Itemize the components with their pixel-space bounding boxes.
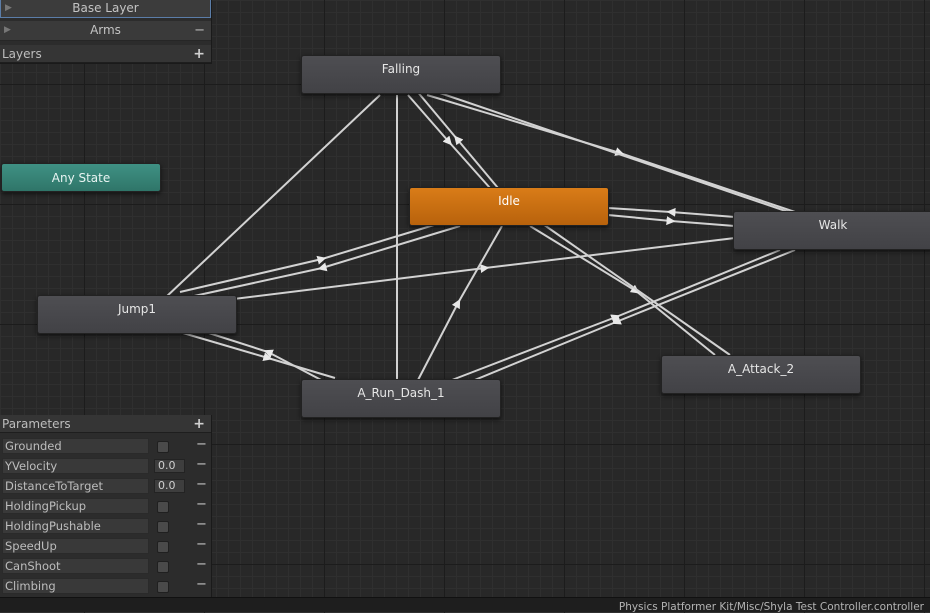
parameter-row-yvelocity: YVelocity 0.0 −: [0, 456, 211, 476]
controller-path: Physics Platformer Kit/Misc/Shyla Test C…: [618, 601, 924, 613]
state-label: Falling: [381, 62, 421, 76]
parameter-checkbox[interactable]: [157, 441, 169, 453]
parameter-row-speedup: SpeedUp −: [0, 536, 211, 556]
parameter-float-field[interactable]: 0.0: [154, 459, 185, 473]
layers-header: Layers +: [0, 45, 211, 63]
state-a-run-dash-1[interactable]: A_Run_Dash_1: [301, 379, 501, 418]
parameter-checkbox[interactable]: [157, 501, 169, 513]
collapse-triangle-icon[interactable]: ▶: [5, 3, 12, 13]
parameter-name-field[interactable]: YVelocity: [2, 458, 149, 474]
layer-name: Arms: [90, 23, 121, 37]
transition-idle-walk[interactable]: [607, 214, 736, 227]
parameters-header: Parameters +: [0, 415, 211, 433]
transition-jump1-walk[interactable]: [184, 237, 736, 306]
state-label: Jump1: [117, 302, 157, 316]
parameter-checkbox[interactable]: [157, 561, 169, 573]
remove-parameter-button[interactable]: −: [196, 537, 207, 552]
state-idle[interactable]: Idle: [409, 187, 609, 226]
transition-falling-idle[interactable]: [407, 94, 491, 189]
remove-parameter-button[interactable]: −: [196, 517, 207, 532]
parameter-name-field[interactable]: DistanceToTarget: [2, 478, 149, 494]
transition-walk-run-dash[interactable]: [464, 249, 796, 385]
transition-attack-idle[interactable]: [539, 221, 731, 356]
remove-parameter-button[interactable]: −: [196, 497, 207, 512]
transition-idle-jump1[interactable]: [184, 225, 461, 299]
layer-base-layer[interactable]: ▶ Base Layer: [0, 0, 211, 18]
parameter-row-distancetotarget: DistanceToTarget 0.0 −: [0, 476, 211, 496]
parameter-row-grounded: Grounded −: [0, 436, 211, 456]
status-bar: Physics Platformer Kit/Misc/Shyla Test C…: [0, 597, 930, 613]
state-any-state[interactable]: Any State: [1, 163, 161, 192]
state-label: A_Run_Dash_1: [357, 386, 445, 400]
parameter-name-field[interactable]: SpeedUp: [2, 538, 149, 554]
layers-panel: ▶ Base Layer ▶ Arms − Layers +: [0, 0, 212, 64]
transition-falling-walk-2[interactable]: [436, 91, 807, 219]
transition-jump1-falling[interactable]: [164, 94, 381, 299]
add-parameter-button[interactable]: +: [193, 416, 205, 432]
parameter-checkbox[interactable]: [157, 521, 169, 533]
state-falling[interactable]: Falling: [301, 55, 501, 94]
parameter-checkbox[interactable]: [157, 541, 169, 553]
transition-falling-walk[interactable]: [426, 94, 796, 213]
parameter-row-climbing: Climbing −: [0, 576, 211, 596]
parameter-row-canshoot: CanShoot −: [0, 556, 211, 576]
add-layer-button[interactable]: +: [193, 46, 205, 62]
collapse-triangle-icon[interactable]: ▶: [4, 25, 11, 35]
transition-jump1-run-dash[interactable]: [182, 332, 336, 379]
transition-run-dash-idle[interactable]: [417, 225, 503, 381]
remove-parameter-button[interactable]: −: [196, 577, 207, 592]
state-label: A_Attack_2: [727, 362, 795, 376]
layers-title: Layers: [2, 47, 42, 61]
parameter-name-field[interactable]: CanShoot: [2, 558, 149, 574]
transition-walk-idle[interactable]: [607, 207, 736, 218]
parameter-row-holdingpushable: HoldingPushable −: [0, 516, 211, 536]
remove-parameter-button[interactable]: −: [196, 477, 207, 492]
state-label: Idle: [498, 194, 520, 208]
state-label: Walk: [818, 218, 848, 232]
parameter-checkbox[interactable]: [157, 581, 169, 593]
layer-name: Base Layer: [72, 1, 139, 15]
transition-run-dash-jump1[interactable]: [189, 326, 326, 383]
state-jump1[interactable]: Jump1: [37, 295, 237, 334]
transition-idle-attack[interactable]: [529, 225, 716, 356]
parameter-row-holdingpickup: HoldingPickup −: [0, 496, 211, 516]
parameter-name-field[interactable]: HoldingPushable: [2, 518, 149, 534]
remove-parameter-button[interactable]: −: [196, 557, 207, 572]
state-walk[interactable]: Walk: [733, 211, 930, 250]
transition-jump1-idle[interactable]: [179, 221, 445, 293]
parameters-title: Parameters: [2, 417, 71, 431]
parameter-float-field[interactable]: 0.0: [154, 479, 185, 493]
remove-layer-button[interactable]: −: [194, 23, 205, 38]
parameter-name-field[interactable]: HoldingPickup: [2, 498, 149, 514]
parameter-name-field[interactable]: Grounded: [2, 438, 149, 454]
state-a-attack-2[interactable]: A_Attack_2: [661, 355, 861, 394]
parameters-panel: Parameters + Grounded − YVelocity 0.0 − …: [0, 415, 212, 597]
remove-parameter-button[interactable]: −: [196, 437, 207, 452]
layer-arms[interactable]: ▶ Arms −: [0, 21, 211, 41]
parameter-name-field[interactable]: Climbing: [2, 578, 149, 594]
transition-idle-falling[interactable]: [415, 89, 499, 189]
remove-parameter-button[interactable]: −: [196, 457, 207, 472]
state-label: Any State: [51, 171, 111, 185]
